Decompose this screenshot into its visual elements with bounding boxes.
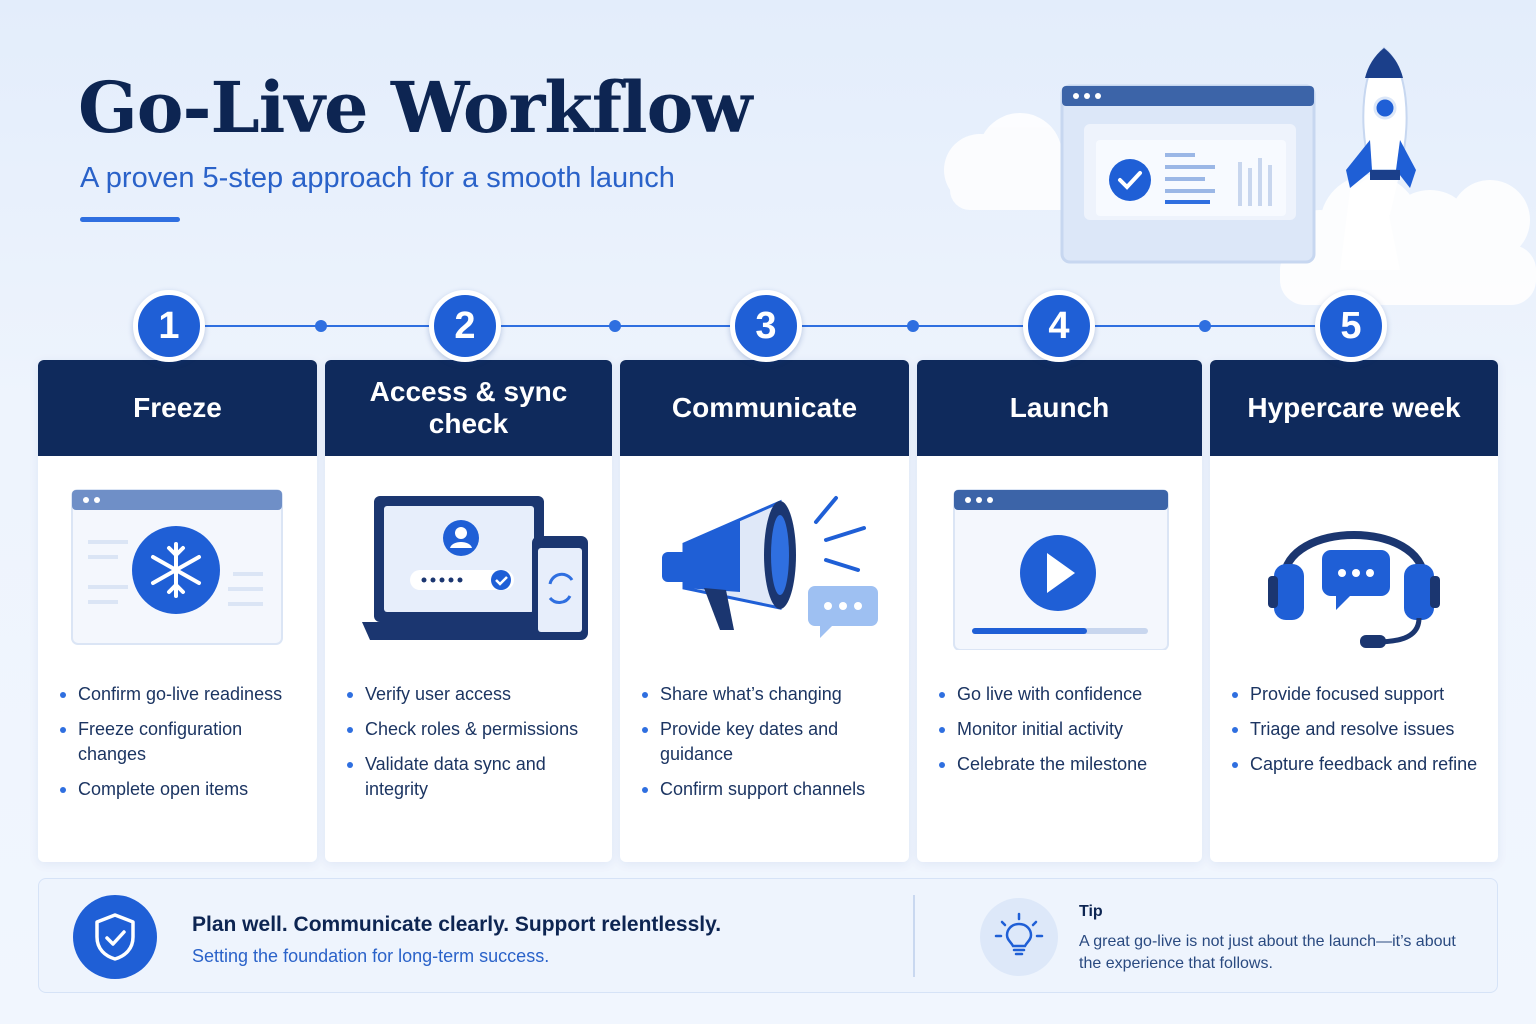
step-title: Launch (917, 360, 1202, 456)
list-item: Monitor initial activity (939, 717, 1188, 742)
footer-divider (913, 895, 915, 977)
shield-check-icon (73, 895, 157, 979)
step-title: Freeze (38, 360, 317, 456)
list-item: Share what’s changing (642, 682, 895, 707)
snowflake-window-icon (70, 489, 283, 645)
step-card-launch: Launch Go live with confidence Monitor i… (917, 360, 1202, 862)
tip-label: Tip (1079, 903, 1103, 920)
tip-text: A great go-live is not just about the la… (1079, 933, 1456, 972)
footer-headline: Plan well. Communicate clearly. Support … (192, 913, 722, 936)
megaphone-icon (661, 496, 878, 638)
list-item: Celebrate the milestone (939, 752, 1188, 777)
step-bullets: Provide focused support Triage and resol… (1232, 682, 1484, 787)
step-number-2: 2 (429, 290, 501, 362)
step-number-5: 5 (1315, 290, 1387, 362)
play-window-icon (952, 489, 1169, 650)
list-item: Go live with confidence (939, 682, 1188, 707)
chat-bubble-icon (807, 586, 878, 638)
step-card-communicate: Communicate Share what’s changing Provid… (620, 360, 909, 862)
step-card-freeze: Freeze Confirm go-live readiness Freeze … (38, 360, 317, 862)
list-item: Provide key dates and guidance (642, 717, 895, 767)
list-item: Provide focused support (1232, 682, 1484, 707)
dashboard-window-icon (1060, 84, 1316, 264)
title-underline (80, 217, 180, 222)
step-title: Communicate (620, 360, 909, 456)
list-item: Capture feedback and refine (1232, 752, 1484, 777)
step-bullets: Share what’s changing Provide key dates … (642, 682, 895, 812)
list-item: Triage and resolve issues (1232, 717, 1484, 742)
footer-banner: Plan well. Communicate clearly. Support … (38, 878, 1498, 993)
laptop-phone-sync-icon (361, 496, 588, 640)
page-subtitle: A proven 5-step approach for a smooth la… (80, 162, 675, 194)
list-item: Verify user access (347, 682, 598, 707)
step-bullets: Confirm go-live readiness Freeze configu… (60, 682, 303, 812)
cloud-icon (1280, 175, 1536, 305)
step-title: Access & sync check (325, 360, 612, 456)
step-card-hypercare: Hypercare week Provide focused support T… (1210, 360, 1498, 862)
list-item: Confirm support channels (642, 777, 895, 802)
list-item: Freeze configuration changes (60, 717, 303, 767)
step-title: Hypercare week (1210, 360, 1498, 456)
list-item: Validate data sync and integrity (347, 752, 598, 802)
step-number-3: 3 (730, 290, 802, 362)
timeline-dot (315, 320, 327, 332)
list-item: Check roles & permissions (347, 717, 598, 742)
headset-chat-icon (1268, 531, 1440, 648)
footer-subline: Setting the foundation for long-term suc… (192, 946, 550, 966)
step-number-1: 1 (133, 290, 205, 362)
step-bullets: Verify user access Check roles & permiss… (347, 682, 598, 812)
rocket-dashboard-illustration (944, 46, 1536, 305)
step-bullets: Go live with confidence Monitor initial … (939, 682, 1188, 787)
timeline-dot (907, 320, 919, 332)
rocket-icon (1340, 46, 1416, 270)
list-item: Confirm go-live readiness (60, 682, 303, 707)
step-card-access-sync: Access & sync check Verify user access C… (325, 360, 612, 862)
timeline-dot (609, 320, 621, 332)
step-number-4: 4 (1023, 290, 1095, 362)
list-item: Complete open items (60, 777, 303, 802)
page-title: Go-Live Workflow (78, 66, 753, 149)
lightbulb-icon (980, 898, 1058, 976)
timeline-dot (1199, 320, 1211, 332)
